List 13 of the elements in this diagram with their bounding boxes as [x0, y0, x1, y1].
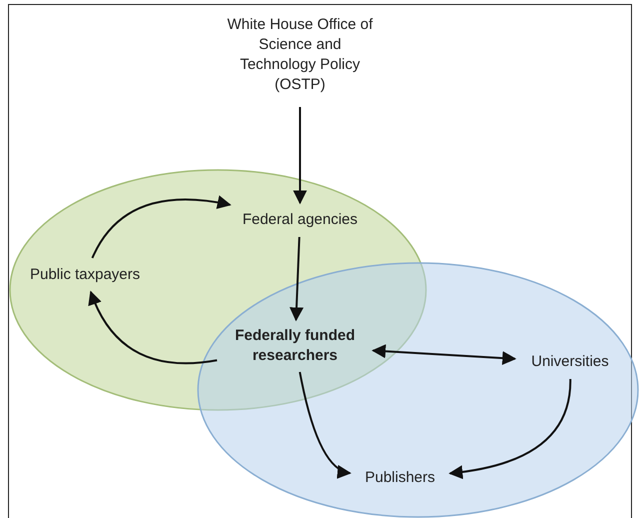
arrow: [372, 344, 516, 366]
node-label: White House Office of Science and Technology Policy (OSTP): [220, 8, 380, 102]
node-label: Public taxpayers: [20, 263, 150, 287]
arrow: [448, 378, 572, 479]
node-label: Federal agencies: [235, 208, 365, 232]
node-label: Publishers: [355, 466, 445, 490]
node-label: Universities: [520, 350, 620, 374]
arrow: [293, 107, 307, 204]
arrow: [91, 196, 232, 258]
arrow: [298, 372, 352, 478]
node-label: Federally funded researchers: [222, 325, 368, 367]
arrow: [290, 236, 304, 322]
arrow: [88, 290, 218, 364]
